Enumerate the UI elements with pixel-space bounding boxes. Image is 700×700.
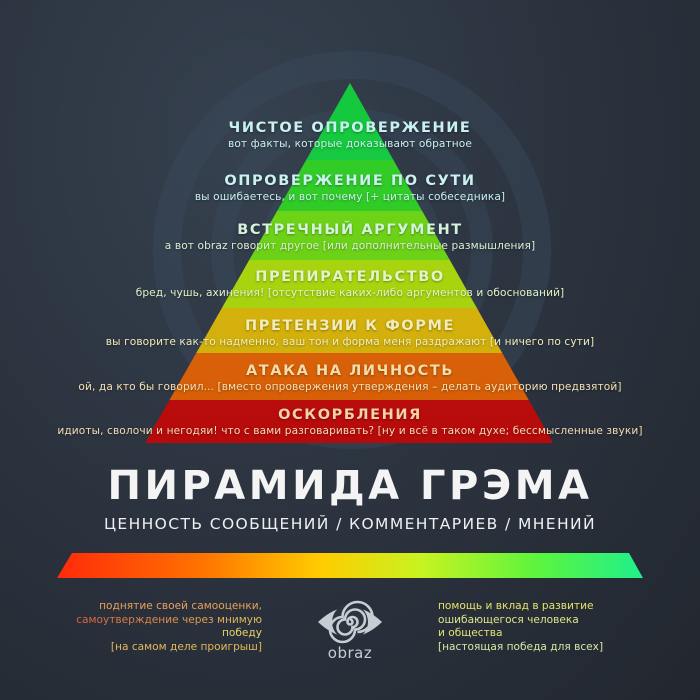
pyramid-level-5-label: ПРЕТЕНЗИИ К ФОРМЕ вы говорите как-то над… (0, 317, 700, 350)
level-title: АТАКА НА ЛИЧНОСТЬ (245, 363, 454, 379)
pyramid-level-2-label: ОПРОВЕРЖЕНИЕ ПО СУТИ вы ошибаетесь, и во… (0, 172, 700, 205)
obraz-logo: obraz (316, 600, 384, 666)
level-description: вы ошибаетесь, и вот почему [+ цитаты со… (194, 191, 506, 203)
level-title: ОСКОРБЛЕНИЯ (278, 407, 422, 423)
page-subtitle: ЦЕННОСТЬ СООБЩЕНИЙ / КОММЕНТАРИЕВ / МНЕН… (103, 515, 597, 533)
left-note-selfish-win: поднятие своей самооценки, самоутвержден… (60, 600, 262, 654)
level-description: ой, да кто бы говорил... [вместо опровер… (78, 381, 622, 393)
level-description: вы говорите как-то надменно, ваш тон и ф… (105, 336, 595, 348)
right-note-true-win: помощь и вклад в развитие ошибающегося ч… (438, 600, 658, 654)
right-note-line: [настоящая победа для всех] (438, 640, 604, 653)
eye-spiral-icon (318, 600, 382, 644)
left-note-line: самоутверждение через мнимую (60, 614, 262, 628)
level-description: а вот obraz говорит другое [или дополнит… (164, 240, 536, 252)
level-title: ОПРОВЕРЖЕНИЕ ПО СУТИ (224, 173, 476, 189)
pyramid-level-3-label: ВСТРЕЧНЫЙ АРГУМЕНТ а вот obraz говорит д… (0, 221, 700, 254)
pyramid-level-1-label: ЧИСТОЕ ОПРОВЕРЖЕНИЕ вот факты, которые д… (0, 119, 700, 152)
left-note-line: победу (221, 627, 262, 639)
level-title: ВСТРЕЧНЫЙ АРГУМЕНТ (237, 222, 463, 238)
level-description: вот факты, которые доказывают обратное (227, 138, 472, 150)
left-note-line: [на самом деле проигрыш] (110, 640, 262, 653)
level-description: бред, чушь, ахинения! [отсутствие каких-… (135, 287, 565, 299)
pyramid-level-4-label: ПРЕПИРАТЕЛЬСТВО бред, чушь, ахинения! [о… (0, 268, 700, 301)
pyramid-level-6-label: АТАКА НА ЛИЧНОСТЬ ой, да кто бы говорил.… (0, 362, 700, 395)
pyramid-level-7-label: ОСКОРБЛЕНИЯ идиоты, сволочи и негодяи! ч… (0, 406, 700, 439)
level-title: ПРЕПИРАТЕЛЬСТВО (255, 269, 445, 285)
right-note-line: помощь и вклад в развитие (438, 600, 594, 612)
level-title: ЧИСТОЕ ОПРОВЕРЖЕНИЕ (228, 120, 472, 136)
page-title: ПИРАМИДА ГРЭМА (107, 463, 593, 509)
level-description: идиоты, сволочи и негодяи! что с вами ра… (57, 425, 643, 437)
level-title: ПРЕТЕНЗИИ К ФОРМЕ (245, 318, 455, 334)
right-note-line: ошибающегося человека (438, 613, 579, 626)
left-note-line: поднятие своей самооценки, (99, 600, 262, 612)
logo-name: obraz (327, 644, 373, 662)
right-note-line: и общества (438, 627, 503, 639)
